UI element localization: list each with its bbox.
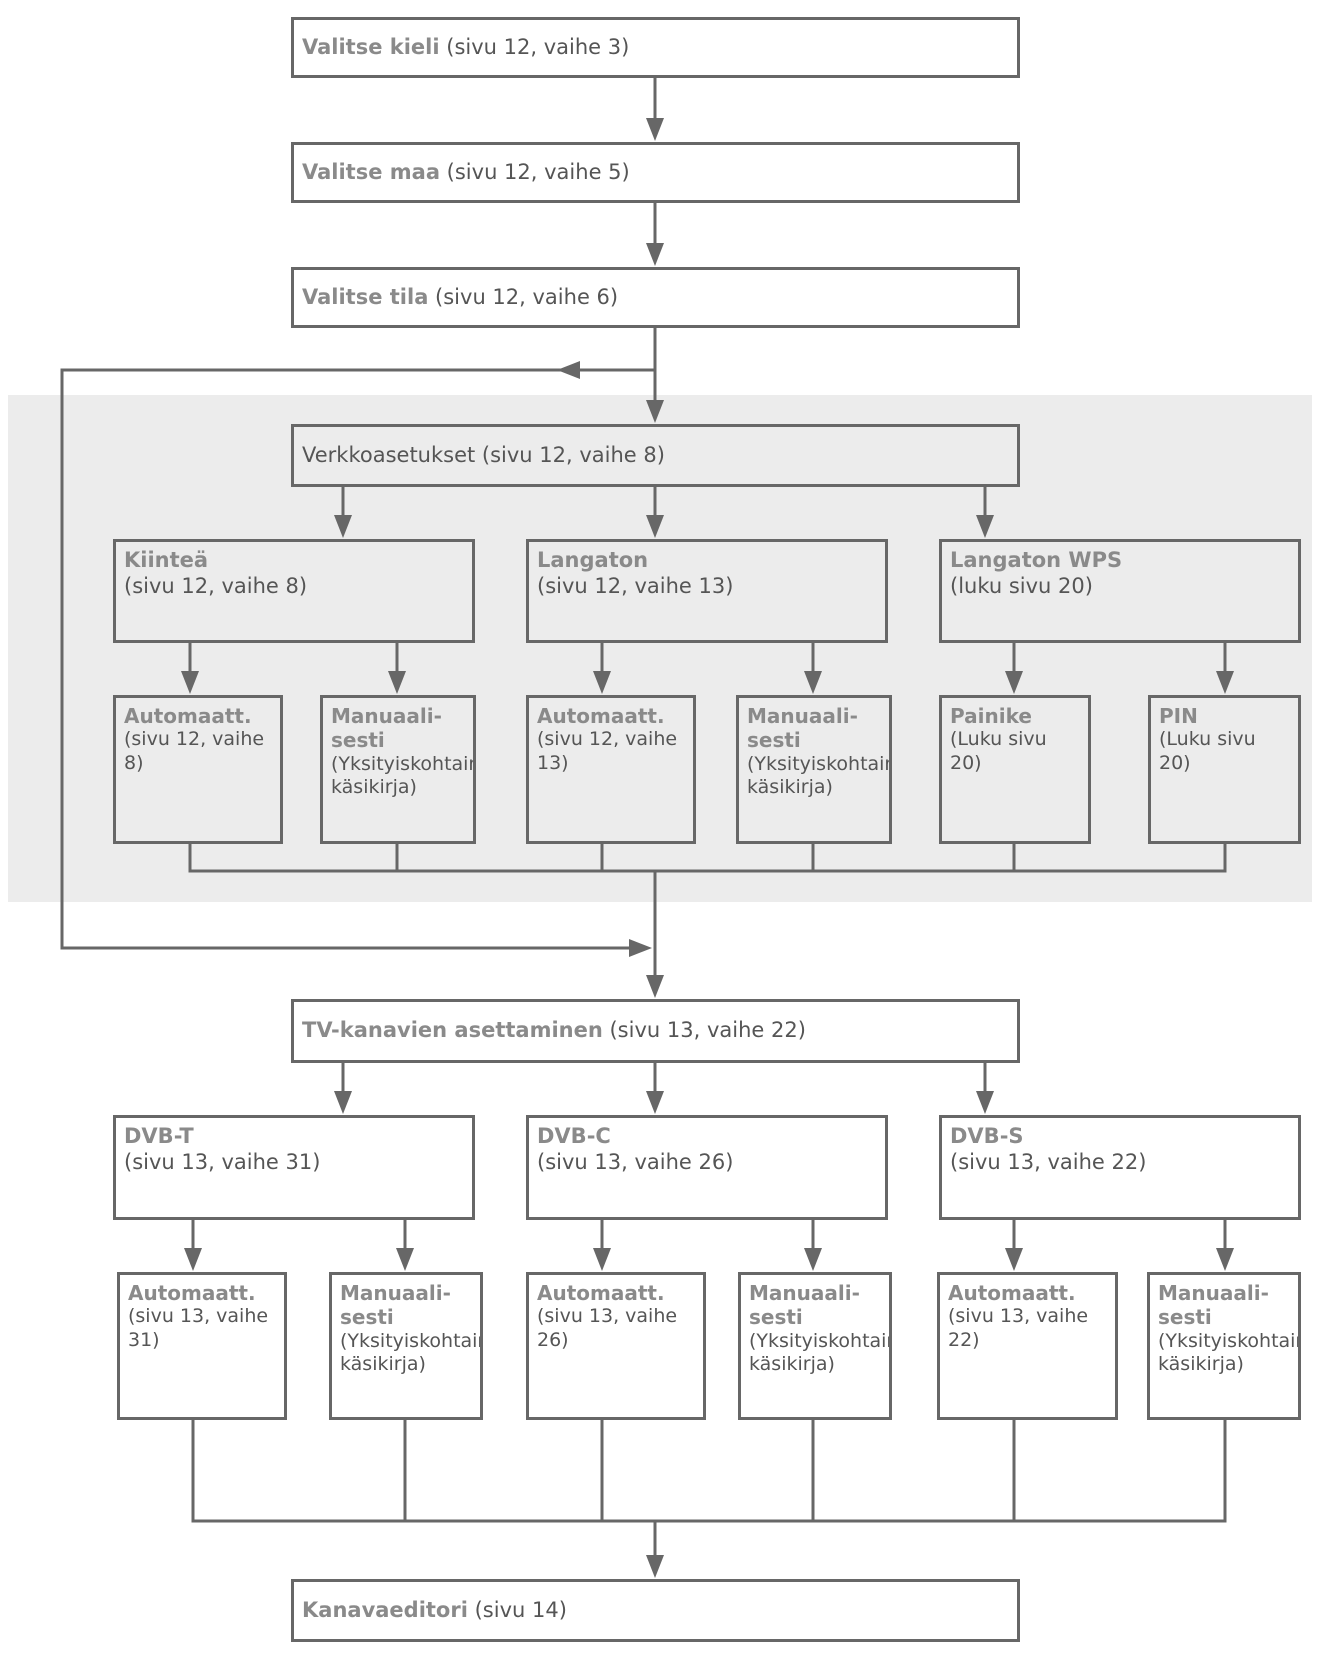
arrowhead-dvbt-auto [184, 1248, 202, 1271]
wired-manual: Manuaali-sesti (Yksityiskohtainen käsiki… [320, 695, 476, 844]
step-select-country: Valitse maa (sivu 12, vaihe 5) [291, 142, 1020, 203]
wps-pin: PIN (Luku sivu 20) [1148, 695, 1301, 844]
arrowhead-wired-manual [388, 671, 406, 694]
dvb-s-automatic: Automaatt. (sivu 13, vaihe 22) [937, 1272, 1118, 1420]
arrowhead-dvbs [976, 1091, 994, 1114]
arrowhead-dvbs-auto [1005, 1248, 1023, 1271]
dvb-c-automatic: Automaatt. (sivu 13, vaihe 26) [526, 1272, 706, 1420]
dvb-c-manual: Manuaali-sesti (Yksityiskohtainen käsiki… [738, 1272, 892, 1420]
wired-automatic: Automaatt. (sivu 12, vaihe 8) [113, 695, 283, 844]
step-select-mode: Valitse tila (sivu 12, vaihe 6) [291, 267, 1020, 328]
step-tv-channel-setup-text: TV-kanavien asettaminen (sivu 13, vaihe … [302, 1018, 806, 1043]
network-option-wired: Kiinteä (sivu 12, vaihe 8) [113, 539, 475, 643]
arrowhead-wired [334, 515, 352, 538]
network-option-wireless: Langaton (sivu 12, vaihe 13) [526, 539, 888, 643]
arrowhead-dvbc-manual [804, 1248, 822, 1271]
tv-option-dvb-s: DVB-S (sivu 13, vaihe 22) [939, 1115, 1301, 1220]
arrowhead-dvbc-auto [593, 1248, 611, 1271]
dvb-t-manual: Manuaali-sesti (Yksityiskohtainen käsiki… [329, 1272, 483, 1420]
step-select-language-text: Valitse kieli (sivu 12, vaihe 3) [302, 34, 630, 59]
connector-tv-merge [191, 1417, 1227, 1523]
wireless-automatic: Automaatt. (sivu 12, vaihe 13) [526, 695, 696, 844]
step-network-settings: Verkkoasetukset (sivu 12, vaihe 8) [291, 424, 1020, 487]
dvb-s-manual: Manuaali-sesti (Yksityiskohtainen käsiki… [1147, 1272, 1301, 1420]
connector-network-merge [188, 841, 1227, 873]
step-tv-channel-setup: TV-kanavien asettaminen (sivu 13, vaihe … [291, 999, 1020, 1063]
arrowhead-country [646, 118, 664, 141]
arrowhead-dvbt [334, 1091, 352, 1114]
tv-option-dvb-t: DVB-T (sivu 13, vaihe 31) [113, 1115, 475, 1220]
wireless-manual: Manuaali-sesti (Yksityiskohtainen käsiki… [736, 695, 892, 844]
step-select-language: Valitse kieli (sivu 12, vaihe 3) [291, 17, 1020, 78]
arrowhead-dvbc [646, 1091, 664, 1114]
arrowhead-wps-button [1005, 671, 1023, 694]
step-channel-editor-text: Kanavaeditori (sivu 14) [302, 1597, 567, 1622]
step-select-country-text: Valitse maa (sivu 12, vaihe 5) [302, 159, 630, 184]
arrowhead-wps-pin [1216, 671, 1234, 694]
arrowhead-wireless-auto [593, 671, 611, 694]
tv-option-dvb-c: DVB-C (sivu 13, vaihe 26) [526, 1115, 888, 1220]
arrowhead-dvbt-manual [396, 1248, 414, 1271]
network-option-wps: Langaton WPS (luku sivu 20) [939, 539, 1301, 643]
arrowhead-mode [646, 243, 664, 266]
arrowhead-wps [976, 515, 994, 538]
step-select-mode-text: Valitse tila (sivu 12, vaihe 6) [302, 284, 619, 309]
arrowhead-wired-auto [181, 671, 199, 694]
arrowhead-dvbs-manual [1216, 1248, 1234, 1271]
connector-skip-network-loop [60, 368, 657, 950]
step-channel-editor: Kanavaeditori (sivu 14) [291, 1579, 1020, 1642]
arrowhead-loop-left [557, 361, 580, 379]
wps-button: Painike (Luku sivu 20) [939, 695, 1091, 844]
dvb-t-automatic: Automaatt. (sivu 13, vaihe 31) [117, 1272, 287, 1420]
arrowhead-wireless [646, 515, 664, 538]
arrowhead-network [646, 400, 664, 423]
arrowhead-wireless-manual [804, 671, 822, 694]
arrowhead-loop-return [629, 939, 652, 957]
arrowhead-channel-editor [646, 1555, 664, 1578]
arrowhead-tv-channels [646, 975, 664, 998]
step-network-settings-text: Verkkoasetukset (sivu 12, vaihe 8) [302, 442, 665, 467]
